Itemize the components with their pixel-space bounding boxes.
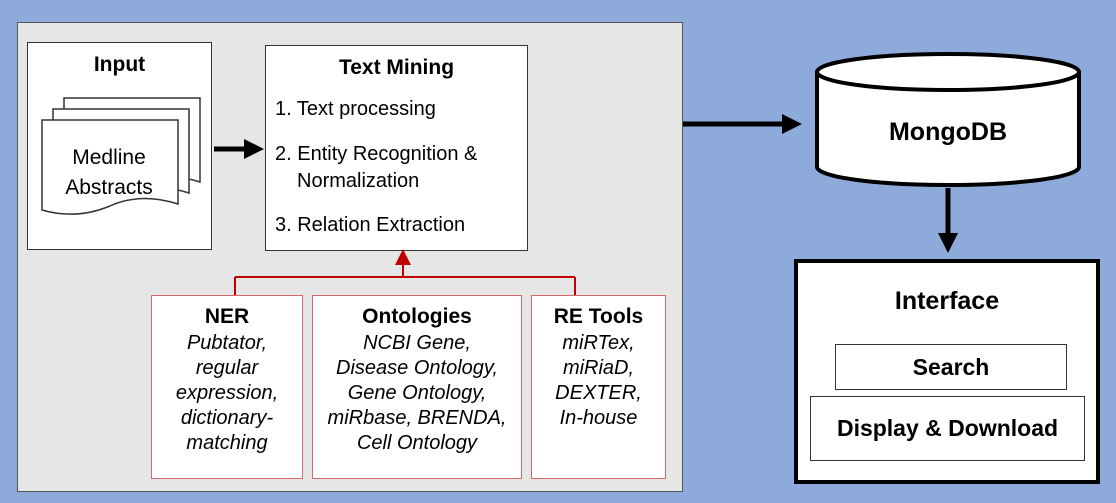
display-download-button[interactable]: Display & Download — [810, 396, 1085, 461]
ontologies-title: Ontologies — [362, 305, 472, 328]
ner-title: NER — [204, 305, 250, 328]
input-title: Input — [93, 53, 146, 76]
document-line2: Abstracts — [65, 176, 153, 199]
re-tool-item: In-house — [559, 407, 638, 429]
step-text-processing: 1. Text processing — [275, 98, 436, 120]
ontology-item: Gene Ontology, — [347, 382, 487, 404]
ontology-item: NCBI Gene, — [363, 332, 471, 354]
database-label: MongoDB — [889, 118, 1007, 146]
ner-box: NER Pubtator, regular expression, dictio… — [151, 295, 303, 479]
ner-item: Pubtator, — [186, 332, 268, 354]
step-normalization: Normalization — [297, 170, 420, 192]
text-mining-box: Text Mining 1. Text processing 2. Entity… — [265, 45, 528, 251]
document-line1: Medline — [72, 146, 146, 169]
re-tool-item: miRTex, — [562, 332, 635, 354]
interface-title: Interface — [894, 287, 1000, 315]
re-tool-item: miRiaD, — [562, 357, 635, 379]
re-tools-box: RE Tools miRTex, miRiaD, DEXTER, In-hous… — [531, 295, 666, 479]
resource-connector — [234, 249, 576, 295]
document-stack-icon — [41, 97, 201, 215]
ner-item: dictionary- — [180, 407, 274, 429]
ner-item: regular — [195, 357, 259, 379]
ontology-item: Cell Ontology — [356, 432, 478, 454]
search-button[interactable]: Search — [835, 344, 1067, 390]
step-relation-extraction: 3. Relation Extraction — [275, 214, 466, 236]
ontology-item: Disease Ontology, — [336, 357, 498, 379]
ontologies-box: Ontologies NCBI Gene, Disease Ontology, … — [312, 295, 522, 479]
re-tools-title: RE Tools — [553, 305, 644, 328]
ner-item: matching — [186, 432, 268, 454]
database-cylinder-icon — [815, 52, 1081, 187]
ner-item: expression, — [175, 382, 279, 404]
step-entity-recognition: 2. Entity Recognition & — [275, 143, 478, 165]
text-mining-title: Text Mining — [338, 56, 455, 79]
ontology-item: miRbase, BRENDA, — [327, 407, 507, 429]
re-tool-item: DEXTER, — [555, 382, 642, 404]
